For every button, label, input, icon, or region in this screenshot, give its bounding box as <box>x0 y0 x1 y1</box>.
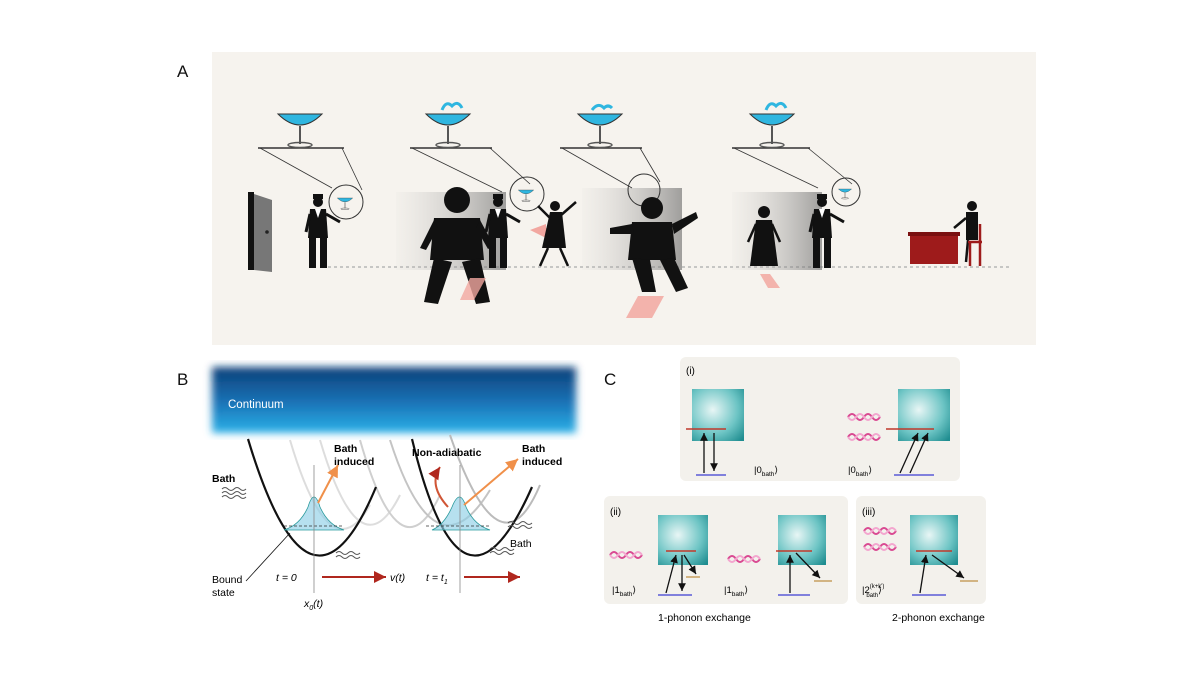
bath-wave-icon <box>335 551 361 559</box>
waiter-figure <box>304 192 342 270</box>
photon-icon <box>727 555 761 563</box>
photon-icon <box>847 413 881 421</box>
photon-icon <box>847 433 881 441</box>
lady-figure <box>537 201 577 267</box>
glass-icon-small <box>336 197 354 211</box>
t1-label: t = t1 <box>426 572 448 586</box>
panel-b-diagram: Continuum Bath induced Non-adiabatic B <box>212 367 576 612</box>
excitation-arrow <box>909 432 929 474</box>
ghost-well <box>359 439 441 529</box>
bath-arrow-1 <box>317 464 339 504</box>
motion-arrow <box>760 274 780 288</box>
motion-arrow <box>460 278 486 300</box>
decay-arrow <box>931 554 965 579</box>
excitation-arrow <box>899 432 919 474</box>
excitation-arrow <box>665 554 678 594</box>
ket-1-bath-b: |1bath⟩ <box>724 585 748 598</box>
panel-label-b: B <box>177 370 189 389</box>
photon-icon <box>863 543 897 551</box>
potential-well-t0 <box>246 438 378 557</box>
door-icon <box>248 192 272 272</box>
bath-induced-label-2a: Bath <box>522 443 545 455</box>
excitation-arrow <box>919 554 929 594</box>
non-adiabatic-arrow <box>428 466 449 508</box>
potential-well-t1 <box>410 438 534 557</box>
non-adiabatic-label: Non-adiabatic <box>412 447 482 459</box>
t0-label: t = 0 <box>276 572 297 584</box>
continuum-cube <box>778 515 826 565</box>
continuum-cube <box>692 389 744 441</box>
bath-wave-icon <box>507 521 533 529</box>
bound-state-label-a: Bound <box>212 574 243 586</box>
bath-wave-icon <box>221 487 247 499</box>
one-phonon-caption: 1-phonon exchange <box>658 612 751 624</box>
ket-0-bath-a: |0bath⟩ <box>754 465 778 478</box>
ket-1-bath-a: |1bath⟩ <box>612 585 636 598</box>
continuum-band <box>212 367 576 433</box>
ghost-well <box>449 434 541 524</box>
velocity-label: v(t) <box>390 572 405 584</box>
bath-induced-label-2b: induced <box>522 456 562 468</box>
x0-label: x0(t) <box>303 598 323 612</box>
glass-icon-splash <box>425 101 471 149</box>
panel-label-a: A <box>177 62 189 81</box>
bath-induced-label-1a: Bath <box>334 443 357 455</box>
table-icon <box>908 232 960 264</box>
glass-icon <box>277 113 323 149</box>
bath-arrow-2 <box>463 458 519 506</box>
bouncer-figure <box>610 197 698 292</box>
ket-2-bath: |2(k+k')bath⟩ <box>862 584 884 599</box>
two-phonon-caption: 2-phonon exchange <box>892 612 985 624</box>
label-iii: (iii) <box>862 507 875 518</box>
continuum-cube <box>898 389 950 441</box>
label-ii: (ii) <box>610 507 621 518</box>
bound-state-label-b: state <box>212 587 235 599</box>
zoom-circle <box>328 184 364 220</box>
motion-blur <box>732 192 822 270</box>
photon-icon <box>863 527 897 535</box>
continuum-cube <box>658 515 708 565</box>
ket-0-bath-b: |0bath⟩ <box>848 465 872 478</box>
glass-icon-splash <box>577 103 623 149</box>
ghost-well <box>289 439 371 530</box>
bath-label-right: Bath <box>510 538 532 550</box>
chair-icon <box>968 224 982 266</box>
motion-arrow <box>626 296 664 318</box>
decay-arrow <box>795 552 821 579</box>
panel-c-diagram: (i) |0bath⟩ |0bath⟩ (ii) |1bath⟩ |1bath⟩… <box>609 366 985 624</box>
label-i: (i) <box>686 366 695 377</box>
glass-icon-splash <box>749 101 795 149</box>
ghost-well <box>389 439 491 527</box>
bound-state-pointer <box>245 532 291 582</box>
continuum-label: Continuum <box>228 399 284 411</box>
panel-label-c: C <box>604 370 617 389</box>
panel-a-illustration <box>212 52 1036 345</box>
bath-induced-label-1b: induced <box>334 456 374 468</box>
bath-wave-icon <box>489 547 515 555</box>
lady-figure <box>746 206 782 266</box>
continuum-cube <box>910 515 958 565</box>
panel-a-svg <box>248 101 1012 318</box>
diner-figure <box>953 201 978 263</box>
bath-label-left: Bath <box>212 473 235 485</box>
photon-icon <box>609 551 643 559</box>
decay-arrow <box>683 554 697 575</box>
bouncer-figure <box>420 187 494 304</box>
